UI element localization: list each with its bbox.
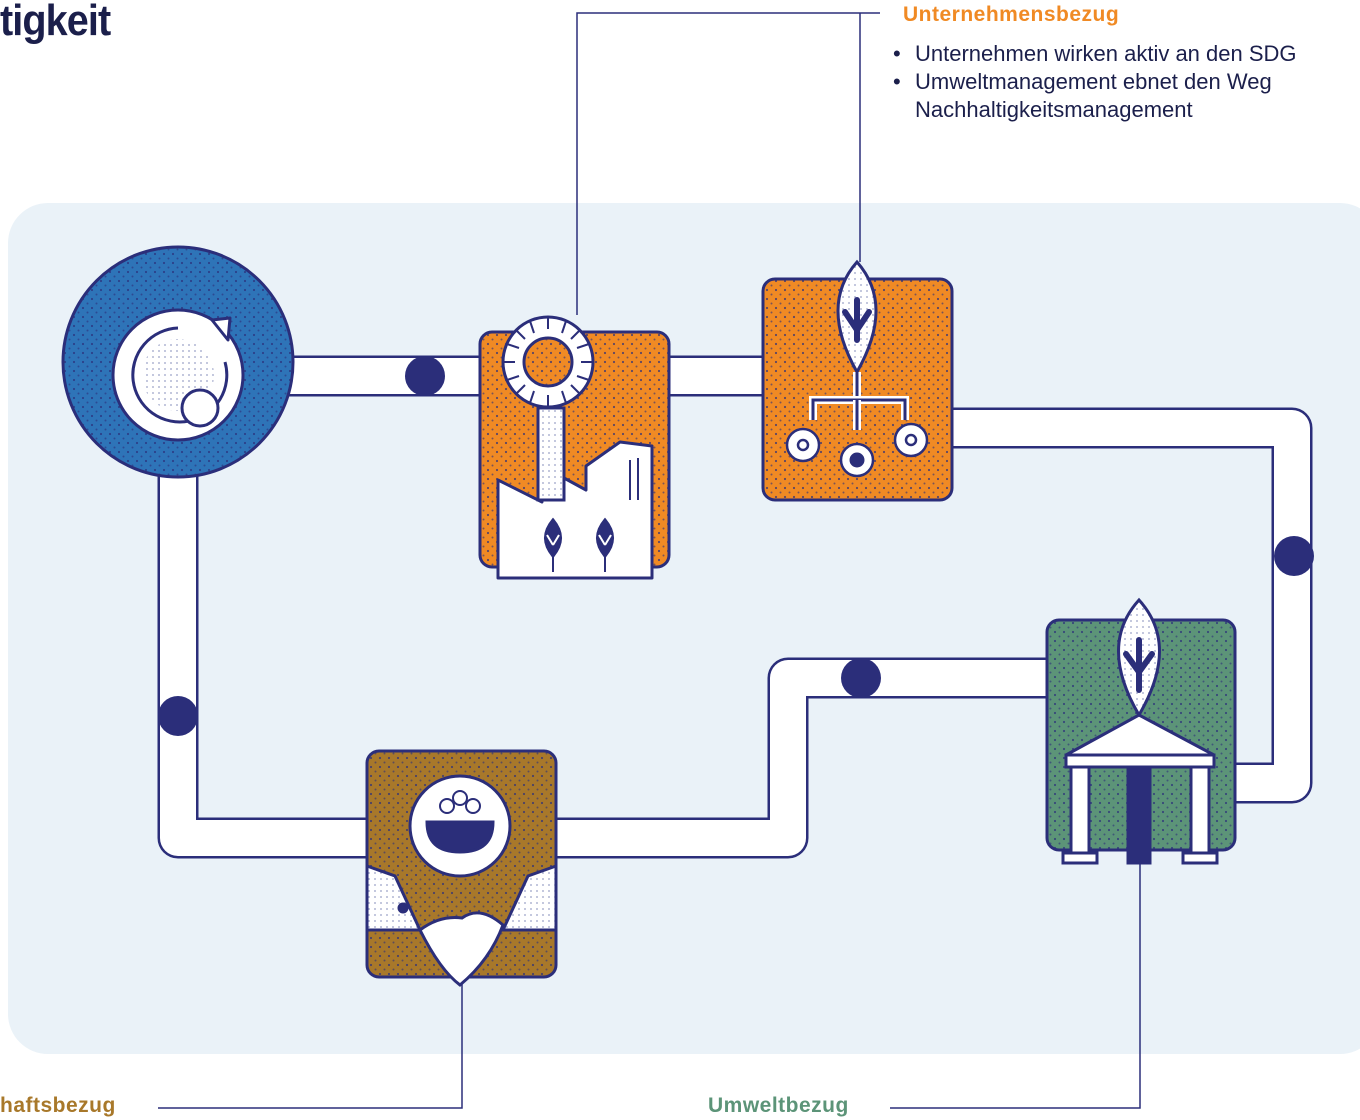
bullet-item: Nachhaltigkeitsmanagement <box>915 97 1193 122</box>
path-markers <box>158 356 1314 736</box>
factory-award-icon <box>496 315 654 580</box>
path-marker <box>405 356 445 396</box>
leaf-institution-icon <box>1061 597 1219 865</box>
path-marker <box>1274 536 1314 576</box>
page-title: tigkeit <box>0 0 111 45</box>
gesellschaftsbezug-heading: haftsbezug <box>0 1094 116 1117</box>
unternehmensbezug-heading: Unternehmensbezug <box>903 3 1120 26</box>
environment-node <box>1045 597 1237 865</box>
path-marker <box>158 696 198 736</box>
factory-node <box>478 315 671 580</box>
unternehmensbezug-bullets: •Unternehmen wirken aktiv an den SDG •Um… <box>893 40 1297 124</box>
bullet-item: •Unternehmen wirken aktiv an den SDG <box>893 41 1297 66</box>
recycle-node <box>61 245 295 479</box>
society-node <box>365 749 558 987</box>
management-node <box>761 259 954 502</box>
bullet-item: •Umweltmanagement ebnet den Weg <box>893 69 1272 94</box>
leaf-gears-icon <box>785 259 929 478</box>
leader-lines <box>158 12 1141 1109</box>
recycle-icon <box>111 308 245 442</box>
path-marker <box>841 658 881 698</box>
umweltbezug-heading: Umweltbezug <box>708 1094 849 1117</box>
community-handshake-icon <box>365 774 558 987</box>
